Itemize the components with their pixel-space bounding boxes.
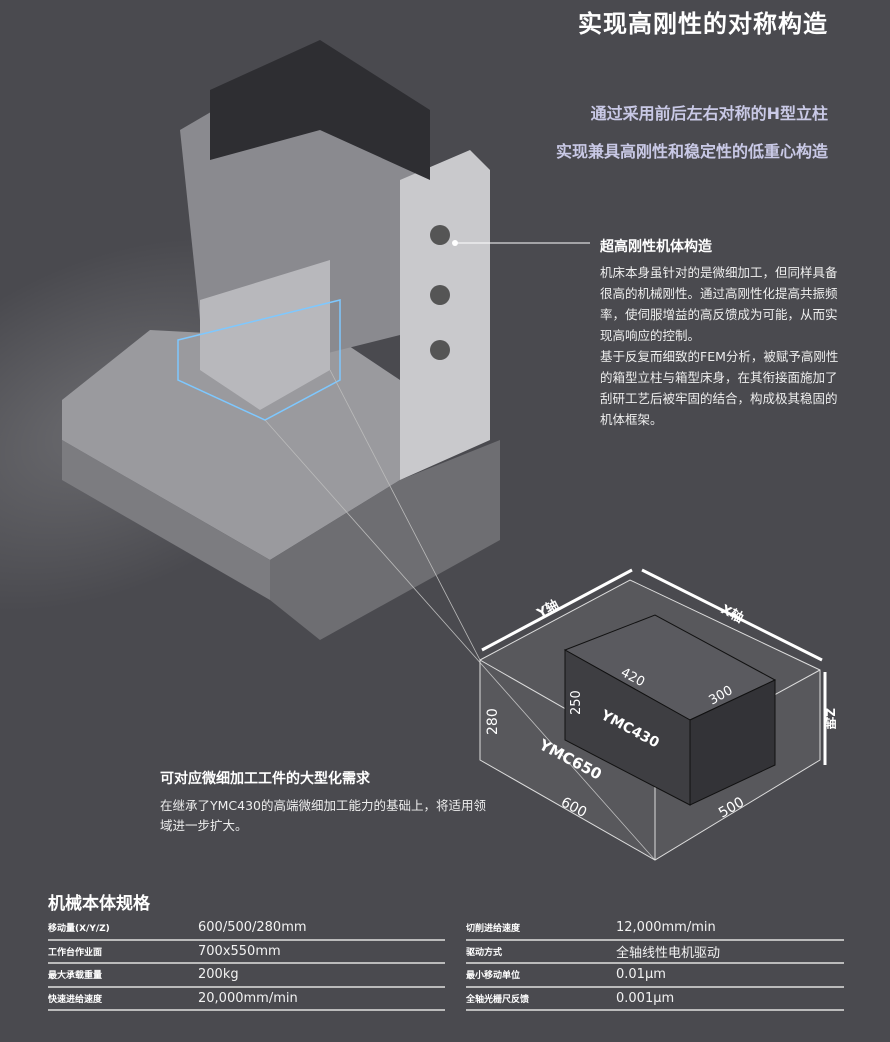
spec-key: 快速进给速度 xyxy=(48,994,103,1005)
spec-row: 最大承载重量 200kg xyxy=(48,964,445,988)
spec-key: 移动量(X/Y/Z) xyxy=(48,924,110,935)
spec-value: 20,000mm/min xyxy=(198,990,298,1006)
spec-title: 机械本体规格 xyxy=(48,894,150,914)
travel-diagram xyxy=(479,568,827,861)
spec-value: 0.01μm xyxy=(616,967,666,983)
feature-body: 在继承了YMC430的高端微细加工能力的基础上，将适用领域进一步扩大。 xyxy=(160,798,487,833)
spec-row: 移动量(X/Y/Z) 600/500/280mm xyxy=(48,917,445,941)
spec-key: 工作台作业面 xyxy=(48,947,103,958)
subtitle-2: 实现兼具高刚性和稳定性的低重心构造 xyxy=(555,142,828,161)
spec-value: 全轴线性电机驱动 xyxy=(616,945,721,961)
spec-value: 0.001μm xyxy=(616,990,675,1006)
svg-text:280: 280 xyxy=(485,708,501,735)
spec-value: 200kg xyxy=(198,967,239,983)
spec-row: 切削进给速度 12,000mm/min xyxy=(466,917,844,941)
feature-large-workpiece: 可对应微细加工工件的大型化需求 在继承了YMC430的高端微细加工能力的基础上，… xyxy=(160,768,490,836)
spec-row: 全轴光栅尺反馈 0.001μm xyxy=(466,988,844,1011)
spec-row: 最小移动单位 0.01μm xyxy=(466,964,844,988)
spec-value: 600/500/280mm xyxy=(198,920,307,936)
feature-body: 基于反复而细致的FEM分析，被赋予高刚性的箱型立柱与箱型床身，在其衔接面施加了刮… xyxy=(600,349,839,427)
feature-rigid-body: 超高刚性机体构造 机床本身虽针对的是微细加工，但同样具备很高的机械刚性。通过高刚… xyxy=(600,236,840,430)
machine-illustration: Y轴 X轴 Z轴 YMC650 YMC430 600 500 280 420 3… xyxy=(62,40,837,861)
z-axis-label: Z轴 xyxy=(823,708,837,729)
spec-table-right: 切削进给速度 12,000mm/min 驱动方式 全轴线性电机驱动 最小移动单位 0.… xyxy=(466,917,844,1011)
spec-row: 驱动方式 全轴线性电机驱动 xyxy=(466,941,844,964)
machine-body xyxy=(62,40,500,640)
spec-row: 工作台作业面 700x550mm xyxy=(48,941,445,964)
spec-key: 切削进给速度 xyxy=(466,924,521,935)
spec-key: 驱动方式 xyxy=(466,947,503,958)
spec-key: 最大承载重量 xyxy=(48,971,103,982)
feature-body: 机床本身虽针对的是微细加工，但同样具备很高的机械刚性。通过高刚性化提高共振频率，… xyxy=(600,265,838,343)
spec-value: 700x550mm xyxy=(198,943,281,959)
spec-value: 12,000mm/min xyxy=(616,920,716,936)
feature-heading: 超高刚性机体构造 xyxy=(600,239,712,255)
x-axis-label: X轴 xyxy=(718,601,746,626)
spec-key: 最小移动单位 xyxy=(466,971,521,982)
spec-key: 全轴光栅尺反馈 xyxy=(466,994,530,1005)
page-title: 实现高刚性的对称构造 xyxy=(578,10,828,38)
feature-heading: 可对应微细加工工件的大型化需求 xyxy=(160,771,370,787)
svg-text:250: 250 xyxy=(569,690,584,715)
spec-row: 快速进给速度 20,000mm/min xyxy=(48,988,445,1011)
subtitle-1: 通过采用前后左右对称的H型立柱 xyxy=(590,104,828,123)
